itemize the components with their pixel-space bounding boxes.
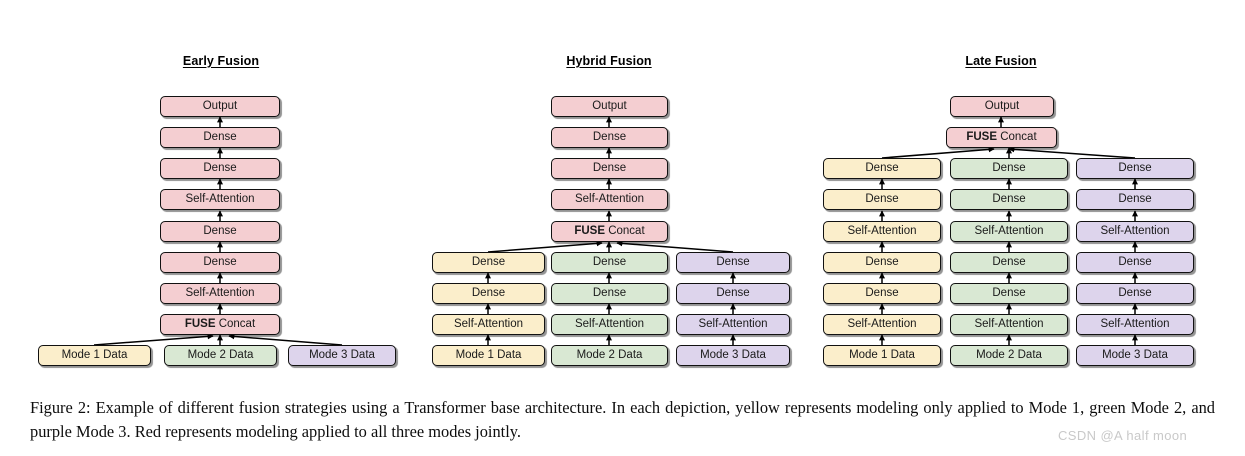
late-fusion-node-m1-self-attention-1: Self-Attention bbox=[823, 314, 941, 335]
early-fusion-node-fuse-concat: FUSE Concat bbox=[160, 314, 280, 335]
late-fusion-node-fuse-concat: FUSE Concat bbox=[946, 127, 1057, 148]
early-fusion-node-mode-3-data: Mode 3 Data bbox=[288, 345, 396, 366]
hybrid-fusion-node-m2-mode-2-data: Mode 2 Data bbox=[551, 345, 668, 366]
late-fusion-node-output: Output bbox=[950, 96, 1054, 117]
fuse-concat-text: Concat bbox=[215, 318, 256, 330]
fuse-concat-text: Concat bbox=[997, 131, 1037, 143]
hybrid-fusion-node-m3-self-attention: Self-Attention bbox=[676, 314, 790, 335]
late-fusion-node-m2-dense-4: Dense bbox=[950, 158, 1068, 179]
late-fusion-node-m3-dense-4: Dense bbox=[1076, 158, 1194, 179]
hybrid-fusion-node-self-attention-joint: Self-Attention bbox=[551, 189, 668, 210]
hybrid-fusion-node-m3-mode-3-data: Mode 3 Data bbox=[676, 345, 790, 366]
fuse-keyword: FUSE bbox=[574, 225, 606, 237]
panel-title-early-fusion: Early Fusion bbox=[182, 54, 260, 68]
late-fusion-node-m1-dense-1: Dense bbox=[823, 283, 941, 304]
early-fusion-node-dense-3: Dense bbox=[160, 252, 280, 273]
late-fusion-node-m1-dense-4: Dense bbox=[823, 158, 941, 179]
late-fusion-node-m2-mode-2-data: Mode 2 Data bbox=[950, 345, 1068, 366]
late-fusion-arrow-fuse-0 bbox=[881, 146, 995, 159]
late-fusion-node-m2-dense-3: Dense bbox=[950, 189, 1068, 210]
hybrid-fusion-node-m3-dense-2: Dense bbox=[676, 252, 790, 273]
early-fusion-node-dense-5: Dense bbox=[160, 158, 280, 179]
early-fusion-node-mode-2-data: Mode 2 Data bbox=[164, 345, 277, 366]
fuse-keyword: FUSE bbox=[966, 131, 998, 143]
panel-title-hybrid-fusion: Hybrid Fusion bbox=[566, 54, 652, 68]
late-fusion-node-m1-dense-3: Dense bbox=[823, 189, 941, 210]
hybrid-fusion-node-m2-dense-2: Dense bbox=[551, 252, 668, 273]
hybrid-fusion-node-m3-dense-1: Dense bbox=[676, 283, 790, 304]
late-fusion-node-m2-dense-2: Dense bbox=[950, 252, 1068, 273]
hybrid-fusion-node-dense-joint-2: Dense bbox=[551, 127, 668, 148]
hybrid-fusion-node-m2-self-attention: Self-Attention bbox=[551, 314, 668, 335]
late-fusion-node-m1-self-attention-2: Self-Attention bbox=[823, 221, 941, 242]
panel-title-late-fusion: Late Fusion bbox=[965, 54, 1037, 68]
late-fusion-node-m1-mode-1-data: Mode 1 Data bbox=[823, 345, 941, 366]
hybrid-fusion-node-m1-self-attention: Self-Attention bbox=[432, 314, 545, 335]
late-fusion-node-m3-dense-1: Dense bbox=[1076, 283, 1194, 304]
late-fusion-node-m3-self-attention-2: Self-Attention bbox=[1076, 221, 1194, 242]
hybrid-fusion-node-m1-dense-2: Dense bbox=[432, 252, 545, 273]
late-fusion-node-m1-dense-2: Dense bbox=[823, 252, 941, 273]
late-fusion-node-m2-dense-1: Dense bbox=[950, 283, 1068, 304]
early-fusion-node-self-attention-2: Self-Attention bbox=[160, 189, 280, 210]
late-fusion-node-m3-dense-3: Dense bbox=[1076, 189, 1194, 210]
hybrid-fusion-node-m1-mode-1-data: Mode 1 Data bbox=[432, 345, 545, 366]
early-fusion-node-dense-6: Dense bbox=[160, 127, 280, 148]
hybrid-fusion-node-m2-dense-1: Dense bbox=[551, 283, 668, 304]
late-fusion-node-m3-mode-3-data: Mode 3 Data bbox=[1076, 345, 1194, 366]
hybrid-fusion-arrow-fuse-0 bbox=[487, 240, 603, 253]
late-fusion-node-m3-self-attention-1: Self-Attention bbox=[1076, 314, 1194, 335]
early-fusion-node-output: Output bbox=[160, 96, 280, 117]
hybrid-fusion-arrow-fuse-1 bbox=[616, 240, 734, 253]
hybrid-fusion-node-m1-dense-1: Dense bbox=[432, 283, 545, 304]
late-fusion-node-m2-self-attention-2: Self-Attention bbox=[950, 221, 1068, 242]
watermark: CSDN @A half moon bbox=[1058, 428, 1188, 443]
fuse-keyword: FUSE bbox=[184, 318, 216, 330]
late-fusion-node-m2-self-attention-1: Self-Attention bbox=[950, 314, 1068, 335]
early-fusion-node-dense-4: Dense bbox=[160, 221, 280, 242]
early-fusion-arrow-fuse-0 bbox=[93, 333, 214, 346]
hybrid-fusion-node-fuse-concat: FUSE Concat bbox=[551, 221, 668, 242]
figure-caption: Figure 2: Example of different fusion st… bbox=[30, 398, 1215, 441]
early-fusion-node-mode-1-data: Mode 1 Data bbox=[38, 345, 151, 366]
early-fusion-arrow-fuse-1 bbox=[228, 333, 343, 346]
hybrid-fusion-node-output: Output bbox=[551, 96, 668, 117]
late-fusion-node-m3-dense-2: Dense bbox=[1076, 252, 1194, 273]
early-fusion-node-self-attention-1: Self-Attention bbox=[160, 283, 280, 304]
fuse-concat-text: Concat bbox=[605, 225, 645, 237]
late-fusion-arrow-fuse-1 bbox=[1008, 146, 1136, 159]
hybrid-fusion-node-dense-joint-1: Dense bbox=[551, 158, 668, 179]
